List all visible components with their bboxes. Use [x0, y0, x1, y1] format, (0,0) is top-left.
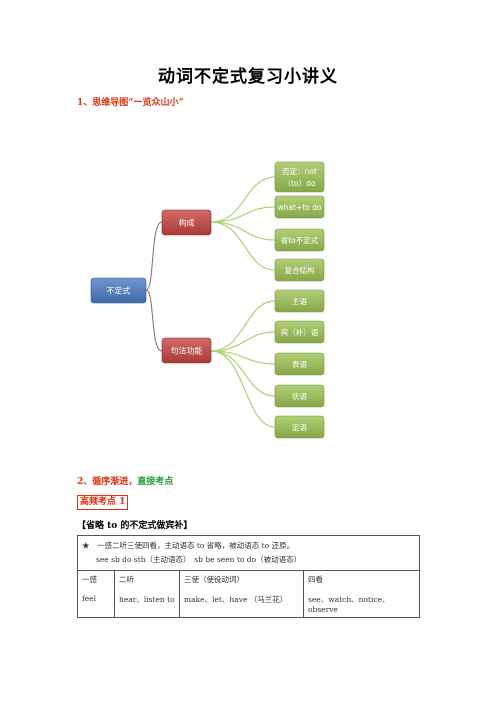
- leaf-node-label: 主语: [292, 296, 307, 306]
- branch-node-structure: [161, 209, 212, 236]
- leaf-node: [274, 161, 325, 193]
- leaf-node: [274, 384, 325, 408]
- cell-head: 四看: [308, 575, 323, 584]
- branch-node-syntax: [161, 337, 212, 364]
- leaf-node: [274, 195, 325, 219]
- section-heading-part1: 2、循序渐进，: [77, 477, 138, 487]
- leaf-node-label: 省to不定式: [281, 235, 319, 245]
- leaf-node-label: 宾（补）语: [281, 327, 319, 337]
- cell-head: 一感: [82, 575, 97, 584]
- leaf-node-label: 表语: [292, 359, 307, 369]
- connector-b2-leaf3: [210, 350, 276, 365]
- branch-node-syntax-label: 句法功能: [171, 346, 203, 356]
- table-cell: 二听 hear、listen to: [114, 570, 180, 618]
- cell-body: feel: [82, 594, 97, 603]
- leaf-node-label: 状语: [292, 391, 307, 401]
- cell-head: 二听: [119, 575, 134, 584]
- connector-b2-leaf5: [210, 350, 276, 428]
- connector-b1-leaf1: [210, 176, 276, 223]
- leaf-node: [274, 258, 325, 282]
- leaf-node: [274, 415, 325, 439]
- rule-note: ★ 一感二听三使四看，主动语态 to 省略，被动语态 to 还原。: [82, 541, 295, 550]
- section-heading-points: 2、循序渐进，直接考点: [77, 474, 173, 487]
- leaf-node-label: what+to do: [278, 203, 322, 212]
- section-heading-mindmap: 1、思维导图“一览众山小”: [77, 98, 184, 108]
- cell-body: see、watch、notice、observe: [308, 595, 390, 614]
- leaf-node: [274, 289, 325, 313]
- leaf-node: [274, 320, 325, 344]
- cell-head: 三使（使役动词）: [184, 575, 244, 584]
- topic-subtitle: 【省略 to 的不定式做宾补】: [77, 521, 193, 531]
- root-node-label: 不定式: [107, 286, 131, 296]
- root-node: [90, 277, 147, 304]
- connector-b2-leaf4: [210, 350, 276, 397]
- connector-b1-leaf3: [210, 221, 276, 241]
- frequent-point-badge: 高频考点 1: [77, 495, 129, 510]
- leaf-node-label: 复合结构: [285, 265, 315, 275]
- leaf-node-label: （to）do: [284, 179, 316, 188]
- leaf-node-label: 定语: [292, 422, 307, 432]
- mind-map: 不定式 构成 句法功能 否定：not （to）do what+to do 省to…: [90, 161, 325, 439]
- table-cell: 一感 feel: [77, 570, 115, 618]
- table-note-cell: ★ 一感二听三使四看，主动语态 to 省略，被动语态 to 还原。 see sb…: [77, 535, 420, 571]
- knowledge-table: ★ 一感二听三使四看，主动语态 to 省略，被动语态 to 还原。 see sb…: [77, 535, 420, 618]
- section-heading-part2: 直接考点: [137, 477, 174, 487]
- table-cell: 四看 see、watch、notice、observe: [303, 570, 420, 618]
- table-row: ★ 一感二听三使四看，主动语态 to 省略，被动语态 to 还原。 see sb…: [77, 535, 420, 571]
- table-row: 一感 feel 二听 hear、listen to 三使（使役动词） make、…: [77, 570, 420, 618]
- cell-body: make、let、have （马兰花）: [184, 595, 288, 604]
- cell-body: hear、listen to: [119, 595, 175, 604]
- connector-b2-leaf1: [210, 300, 276, 352]
- connector-b1-leaf4: [210, 221, 276, 271]
- connector-root-branch2: [145, 289, 163, 352]
- leaf-node-label: 否定：not: [282, 166, 317, 176]
- leaf-node: [274, 228, 325, 252]
- connector-b2-leaf2: [210, 331, 276, 352]
- table-cell: 三使（使役动词） make、let、have （马兰花）: [179, 570, 304, 618]
- connector-root-branch1: [145, 221, 163, 291]
- page-title: 动词不定式复习小讲义: [158, 67, 338, 87]
- leaf-node: [274, 352, 325, 376]
- rule-example: see sb do sth（主动语态） sb be seen to do（被动语…: [96, 555, 302, 564]
- branch-node-structure-label: 构成: [179, 218, 195, 228]
- connector-b1-leaf2: [210, 206, 276, 223]
